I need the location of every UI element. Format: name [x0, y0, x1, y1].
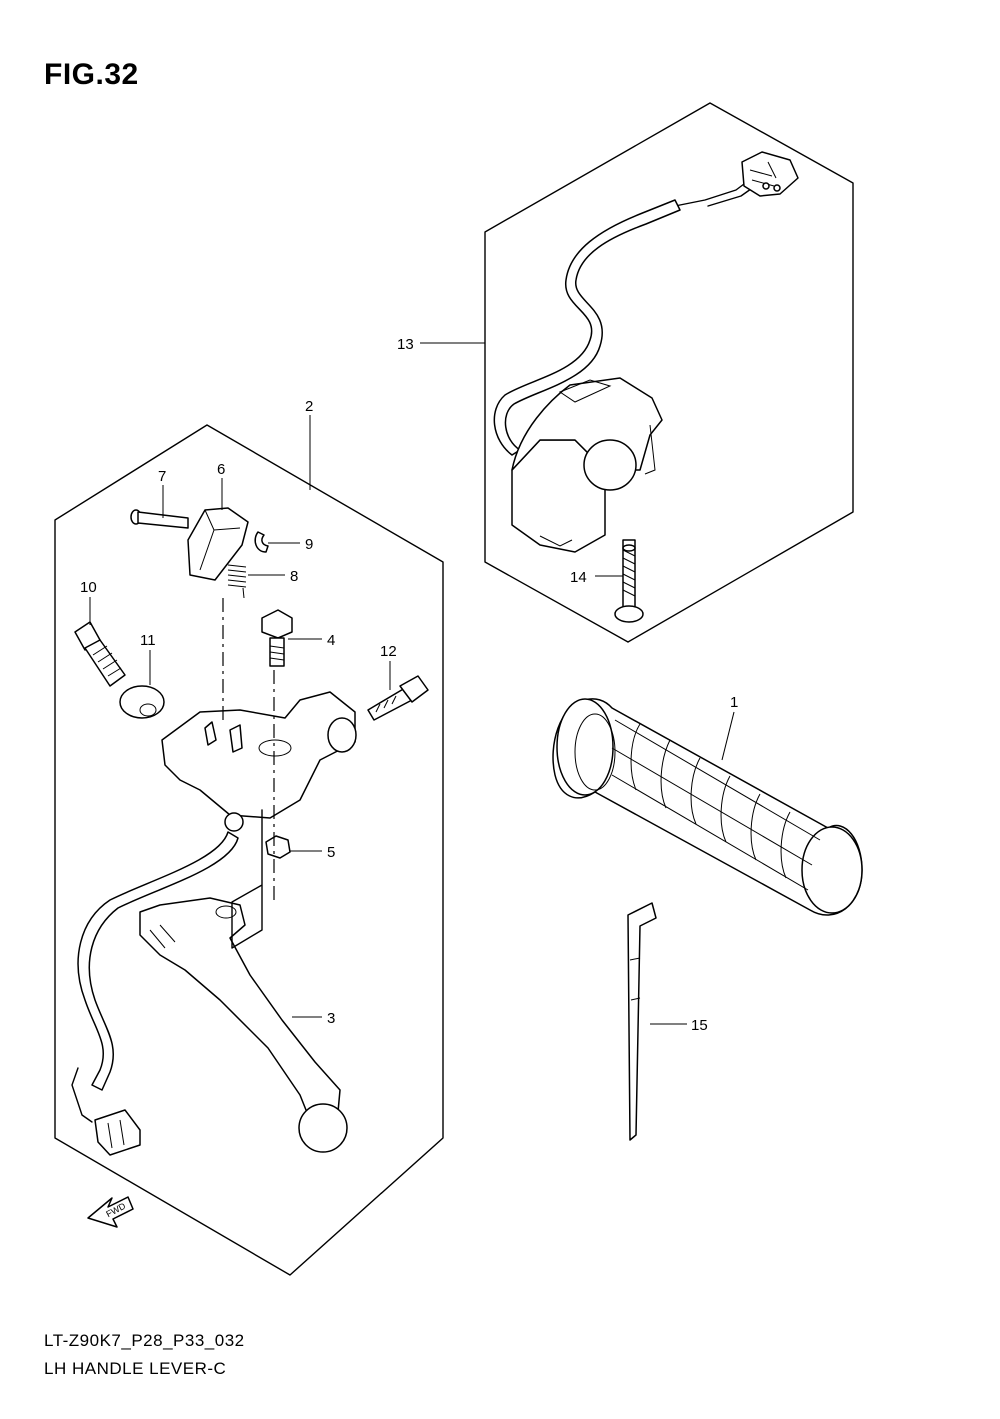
callout-4: 4 [327, 632, 335, 649]
callout-13: 13 [397, 336, 414, 353]
callout-8: 8 [290, 568, 298, 585]
callout-10: 10 [80, 579, 97, 596]
adjuster-part [74, 621, 126, 687]
callout-3: 3 [327, 1010, 335, 1027]
lever-holder-part [161, 691, 357, 832]
callout-5: 5 [327, 844, 335, 861]
leader-lines [89, 342, 735, 1025]
nut-part [265, 835, 291, 859]
locknut-part [119, 685, 165, 719]
bolt-part-4 [261, 609, 293, 667]
assembly-frame-switch [484, 102, 854, 643]
callout-9: 9 [305, 536, 313, 553]
figure-title: FIG.32 [44, 58, 139, 91]
spring-part [227, 564, 247, 599]
assembly-frame-lever [54, 424, 444, 1276]
switch-part [187, 507, 249, 581]
forward-arrow-icon: FWD [87, 1196, 134, 1228]
callout-15: 15 [691, 1017, 708, 1034]
cable-part [71, 831, 239, 1156]
callout-7: 7 [158, 468, 166, 485]
grip-part [552, 698, 863, 916]
bolt-part-12 [367, 675, 429, 721]
strap-part [627, 902, 657, 1141]
pin-part [130, 509, 189, 529]
footer-name: LH HANDLE LEVER-C [44, 1359, 227, 1378]
callout-14: 14 [570, 569, 587, 586]
lever-part [139, 897, 348, 1153]
handle-switch-part [493, 151, 799, 553]
callout-6: 6 [217, 461, 225, 478]
callout-12: 12 [380, 643, 397, 660]
assembly-guide [231, 809, 263, 949]
footer-code: LT-Z90K7_P28_P33_032 [44, 1331, 245, 1350]
screw-part [614, 539, 644, 623]
callout-11: 11 [140, 632, 156, 649]
clip-part [254, 531, 269, 553]
callout-1: 1 [730, 694, 738, 711]
callout-2: 2 [305, 398, 313, 415]
